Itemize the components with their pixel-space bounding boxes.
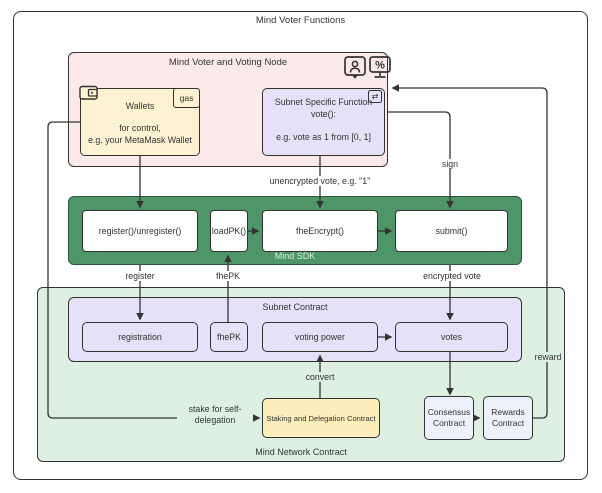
label-convert: convert (303, 372, 337, 382)
sdk-fheencrypt-node: fheEncrypt() (262, 210, 378, 252)
voting-node-title: Mind Voter and Voting Node (168, 57, 288, 68)
mind-sdk-label: Mind SDK (274, 251, 316, 261)
subnet-fn-line1: Subnet Specific Function (274, 97, 373, 107)
label-register: register (123, 271, 157, 281)
wallets-line2: e.g. your MetaMask Wallet (88, 135, 192, 145)
sdk-register-node: register()/unregister() (82, 210, 198, 252)
label-reward: reward (532, 352, 564, 362)
label-stake: stake for self-delegation (177, 404, 253, 426)
registration-node: registration (82, 322, 198, 352)
subnet-fn-line2: vote(): (311, 109, 336, 119)
fhepk-node: fhePK (210, 322, 248, 352)
label-encrypted-vote: encrypted vote (421, 271, 483, 281)
sdk-loadpk-node: loadPK() (210, 210, 248, 252)
staking-delegation-contract-node: Staking and Delegation Contract (262, 398, 380, 438)
wallets-line1: for control, (119, 123, 161, 133)
label-unencrypted-vote: unencrypted vote, e.g. "1" (267, 176, 373, 186)
sdk-submit-node: submit() (395, 210, 508, 252)
percent-glyph: % (375, 60, 385, 72)
rewards-contract-node: Rewards Contract (483, 396, 533, 440)
consensus-contract-node: Consensus Contract (424, 396, 474, 440)
swap-glyph: ⇄ (371, 92, 379, 101)
user-speech-bubble-icon (344, 56, 366, 79)
label-fhepk: fhePK (214, 271, 242, 281)
monitor-percent-icon: % (369, 56, 391, 78)
swap-arrows-icon: ⇄ (368, 90, 382, 103)
wallets-title: Wallets (125, 101, 155, 111)
subnet-contract-title: Subnet Contract (262, 302, 328, 312)
mind-network-contract-label: Mind Network Contract (255, 447, 347, 457)
gas-badge: gas (173, 88, 200, 108)
subnet-fn-line3: e.g. vote as 1 from [0, 1] (276, 132, 371, 142)
diagram-title: Mind Voter Functions (255, 15, 346, 26)
label-sign: sign (439, 159, 461, 169)
subnet-function-node: Subnet Specific Function vote(): e.g. vo… (262, 88, 385, 156)
wallet-icon (79, 85, 98, 100)
votes-node: votes (395, 322, 508, 352)
voting-power-node: voting power (262, 322, 378, 352)
